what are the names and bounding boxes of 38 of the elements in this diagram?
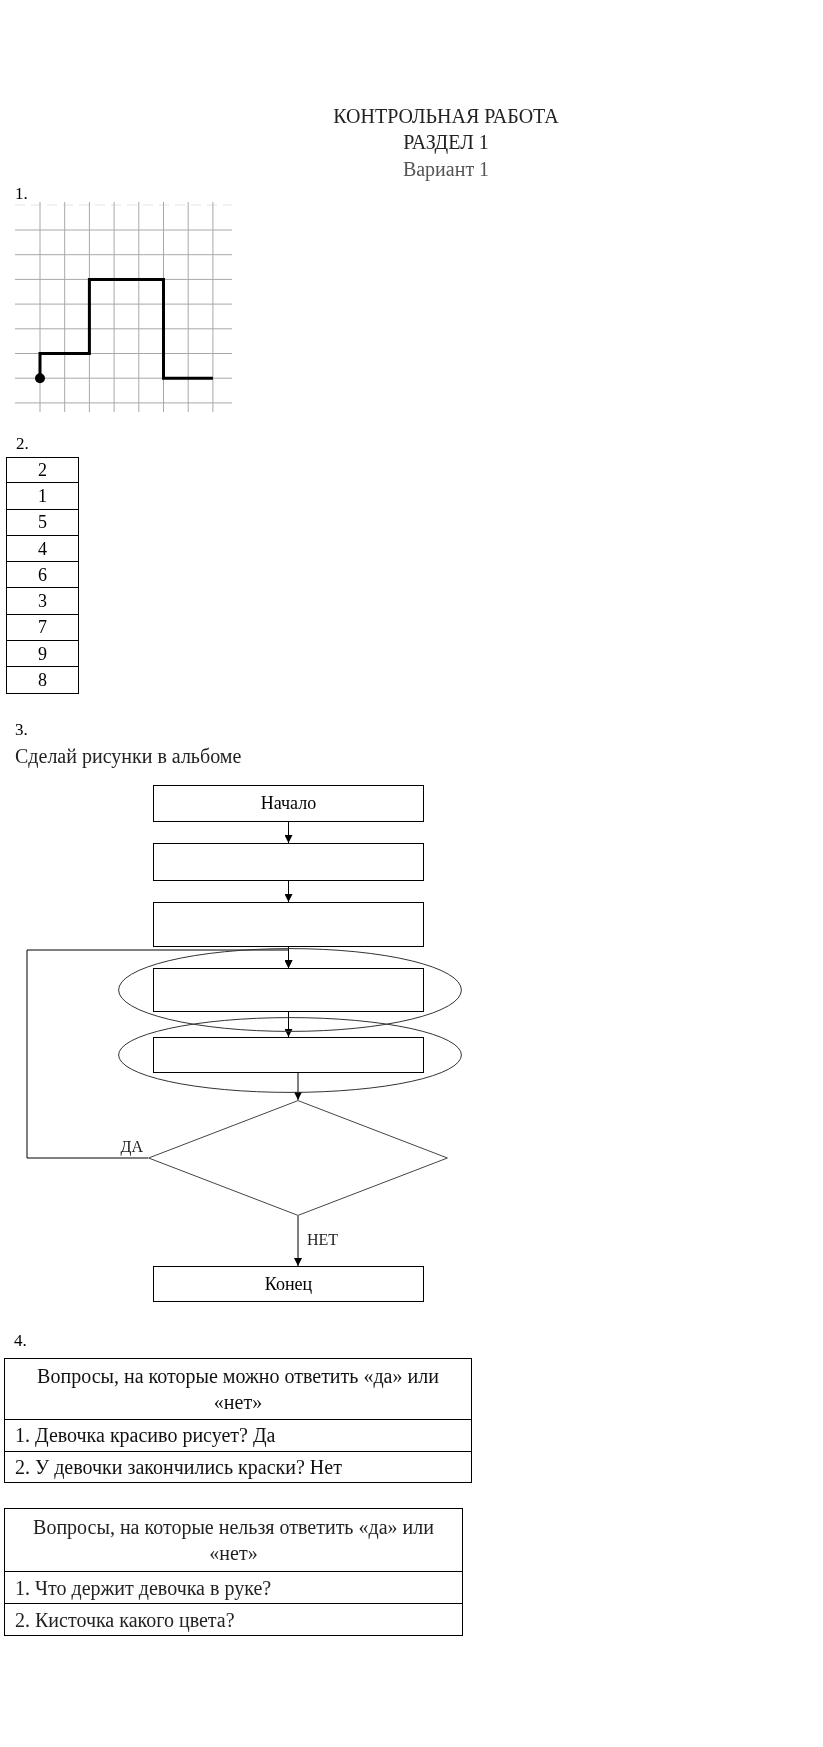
process-box: Начало [153, 785, 424, 822]
section-heading: РАЗДЕЛ 1 [403, 130, 489, 155]
process-box: Конец [153, 1266, 424, 1302]
table-cell: 6 [6, 562, 79, 589]
task-number: 3. [15, 720, 28, 740]
decision-diamond [148, 1100, 448, 1216]
arrow [284, 1011, 293, 1038]
process-box [153, 968, 424, 1012]
table-cell: 2. Кисточка какого цвета? [4, 1604, 463, 1636]
table-cell: 9 [6, 641, 79, 668]
table-cell: 2 [6, 457, 79, 484]
task-number: 1. [15, 184, 28, 204]
table-cell: 1. Что держит девочка в руке? [4, 1572, 463, 1604]
arrow [294, 1072, 302, 1101]
title: КОНТРОЛЬНАЯ РАБОТА [333, 104, 559, 129]
oval [118, 1017, 462, 1093]
table-cell: 3 [6, 588, 79, 615]
arrow [284, 821, 293, 844]
table-header-cell: Вопросы, на которые можно ответить «да» или «нет» [4, 1358, 472, 1420]
table-cell: 7 [6, 614, 79, 642]
arrow [284, 880, 293, 903]
instruction-text: Сделай рисунки в альбоме [15, 744, 242, 768]
loop-arrow [26, 949, 293, 1159]
table-cell: 1 [6, 483, 79, 510]
oval [118, 948, 462, 1032]
table-cell: 8 [6, 667, 79, 694]
table-cell: 5 [6, 509, 79, 536]
variant-label: Вариант 1 [402, 157, 490, 182]
table-header-cell: Вопросы, на которые нельзя ответить «да» или «нет» [4, 1508, 463, 1572]
arrow [294, 1215, 302, 1267]
table-cell: 4 [6, 535, 79, 563]
process-box [153, 902, 424, 947]
process-box [153, 1037, 424, 1073]
table-cell: 2. У девочки закончились краски? Нет [4, 1451, 472, 1483]
table-cell: 1. Девочка красиво рисует? Да [4, 1420, 472, 1452]
task-number: 2. [16, 434, 29, 454]
task-number: 4. [14, 1331, 27, 1351]
process-box [153, 843, 424, 881]
